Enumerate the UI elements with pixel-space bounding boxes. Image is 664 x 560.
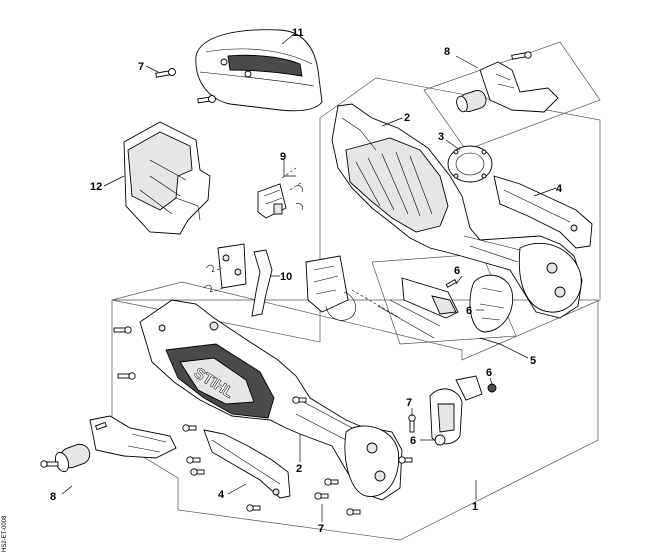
screw-7-top: [155, 68, 176, 78]
document-code-text: HS2-ET-0008: [2, 515, 8, 552]
screw-7-top-b: [197, 95, 216, 104]
screw-bottom-a: [182, 424, 197, 432]
switch-lever-part: [401, 277, 459, 319]
leader-lines: [61, 33, 557, 522]
switch-wiring-assembly: [305, 255, 441, 339]
callout-10: 10: [280, 271, 292, 283]
frame-group-1: [111, 77, 601, 361]
rubber-strip-part-4-top: [493, 175, 593, 249]
screw-left-a: [113, 326, 132, 334]
callout-12: 12: [90, 181, 102, 193]
frame-group-5: [371, 253, 517, 345]
housing-half-part-2-bottom: STIHL: [139, 299, 403, 501]
trigger-part: [429, 375, 497, 446]
screw-left-c: [40, 460, 59, 468]
screw-bottom-d: [246, 504, 261, 512]
callout-6-a: 6: [454, 265, 460, 277]
screw-mid-a: [292, 396, 307, 404]
screw-bottom-f: [324, 478, 339, 486]
screw-left-b: [117, 372, 136, 380]
screw-7-mid: [408, 414, 416, 433]
screw-bottom-b: [186, 456, 201, 464]
gasket-part-3: [447, 145, 493, 183]
callout-3: 3: [438, 131, 444, 143]
callout-1: 1: [472, 501, 478, 513]
side-cover-part-12: [123, 121, 211, 235]
callout-4-bottom: 4: [218, 489, 225, 501]
screw-right-a: [398, 456, 413, 464]
handle-insert-part-8-bottom: [54, 415, 177, 473]
top-cover-part-11: [195, 29, 323, 112]
callout-8-top: 8: [444, 46, 450, 58]
callout-7-mid: 7: [406, 397, 412, 409]
housing-half-part-2-top: [331, 103, 583, 319]
spring-part-6: [469, 274, 514, 333]
callout-2-bottom: 2: [296, 463, 302, 475]
callout-6-d: 6: [410, 435, 416, 447]
screw-bottom-e: [314, 492, 329, 500]
callout-6-c: 6: [486, 367, 492, 379]
callout-5: 5: [530, 355, 536, 367]
screw-bottom-g: [346, 508, 361, 516]
callout-6-b: 6: [466, 305, 472, 317]
callout-4-top: 4: [556, 183, 563, 195]
screw-bottom-c: [190, 468, 205, 476]
callout-9: 9: [280, 151, 286, 163]
handle-insert-part-8-top: [456, 51, 559, 113]
rubber-strip-part-4-bottom: [203, 429, 291, 499]
callout-7-top: 7: [138, 61, 144, 73]
callout-8-bottom: 8: [50, 491, 56, 503]
callout-2-top: 2: [404, 112, 410, 124]
hinge-part-10: [203, 243, 273, 317]
callout-labels: 11 7 8 2 3 4 12 9 10 6 6 5 6 7 6 2 8 4 7…: [50, 27, 563, 535]
callout-11: 11: [292, 27, 304, 39]
document-code: HS2-ET-0008: [2, 462, 12, 552]
callout-7-bottom: 7: [318, 523, 324, 535]
bracket-part-9: [257, 167, 303, 219]
